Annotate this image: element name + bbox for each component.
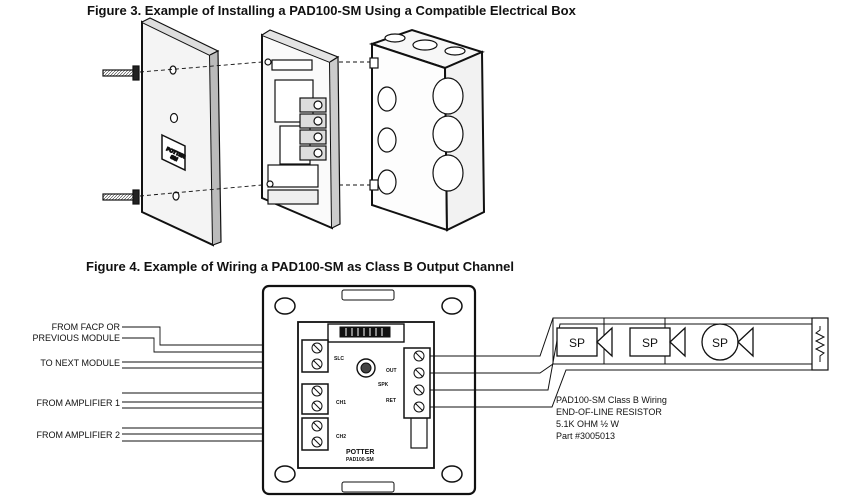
- speaker-3-label: SP: [712, 336, 728, 350]
- figure3-exploded-view: POTTER SM: [102, 17, 486, 247]
- plate-model: SM: [169, 154, 178, 163]
- figure4-wiring-diagram: FROM FACP OR PREVIOUS MODULE TO NEXT MOD…: [32, 284, 829, 496]
- label-from-amplifier-2: FROM AMPLIFIER 2: [36, 430, 120, 440]
- terminals-left: [301, 339, 329, 451]
- dip-switches: [339, 326, 391, 338]
- module-assembly: [261, 29, 341, 230]
- note-eol-resistor: END-OF-LINE RESISTOR: [556, 407, 662, 417]
- module-brand: POTTER: [346, 449, 374, 456]
- figure3-title: Figure 3. Example of Installing a PAD100…: [87, 3, 576, 18]
- terminal-label-spk: SPK: [378, 382, 389, 388]
- label-from-facp-line1: FROM FACP OR: [52, 322, 121, 332]
- terminal-label-ch2: CH2: [336, 434, 346, 440]
- figure4-title: Figure 4. Example of Wiring a PAD100-SM …: [86, 259, 515, 274]
- label-from-facp-line2: PREVIOUS MODULE: [32, 333, 120, 343]
- terminal-label-slc: SLC: [334, 356, 344, 362]
- speaker-circuit: [430, 317, 818, 408]
- speaker-2-label: SP: [642, 336, 658, 350]
- screw-bottom: [102, 189, 140, 205]
- terminals-right: [403, 347, 431, 419]
- module-model: PAD100-SM: [346, 457, 374, 463]
- label-from-amplifier-1: FROM AMPLIFIER 1: [36, 398, 120, 408]
- note-resistor-rating: 5.1K OHM ½ W: [556, 419, 620, 429]
- wall-plate: POTTER SM: [141, 17, 222, 247]
- electrical-box: [368, 28, 486, 232]
- speaker-2: SP: [629, 326, 686, 358]
- terminal-block: [299, 97, 327, 161]
- terminal-label-ch1: CH1: [336, 400, 346, 406]
- terminal-label-out: OUT: [386, 368, 397, 374]
- speaker-1-label: SP: [569, 336, 585, 350]
- screw-top: [102, 65, 140, 81]
- note-class-b-wiring: PAD100-SM Class B Wiring: [556, 395, 667, 405]
- speaker-1: SP: [556, 326, 613, 358]
- note-part-number: Part #3005013: [556, 431, 615, 441]
- label-to-next-module: TO NEXT MODULE: [40, 358, 120, 368]
- terminal-label-ret: RET: [386, 398, 396, 404]
- speaker-3: SP: [701, 323, 754, 361]
- end-of-line-resistor: [811, 317, 829, 371]
